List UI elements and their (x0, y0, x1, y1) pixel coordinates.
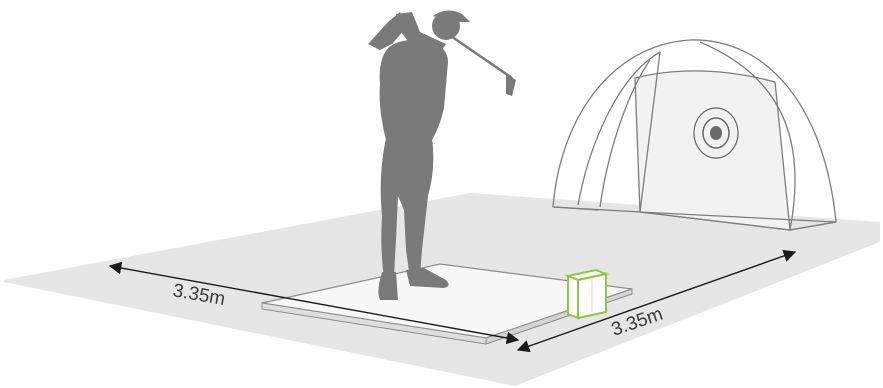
launch-monitor-sensor-icon (568, 270, 606, 318)
